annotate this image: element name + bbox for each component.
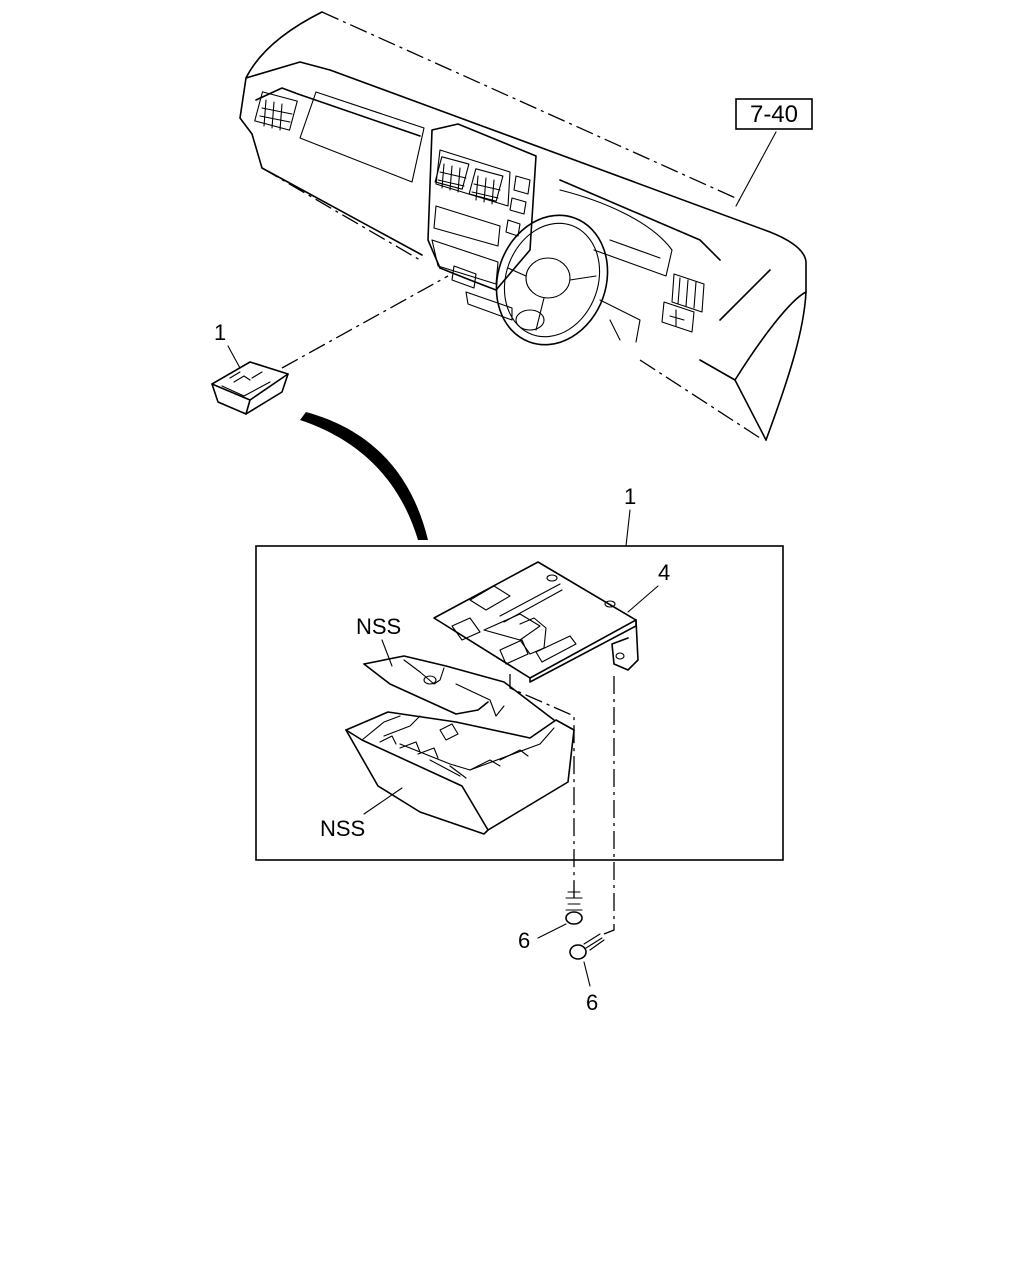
glovebox-body-part — [345, 711, 575, 835]
dashboard-illustration — [239, 11, 807, 441]
detail-frame — [255, 545, 784, 861]
glovebox-small-illustration — [211, 361, 289, 415]
bracket-part — [433, 561, 639, 683]
callout-1-top: 1 — [214, 320, 226, 345]
reference-box: 7-40 — [735, 98, 813, 130]
callout-4: 4 — [658, 560, 670, 585]
screw-right — [569, 933, 605, 960]
screw-left — [565, 891, 583, 925]
right-vent — [661, 273, 705, 333]
glovebox-lid-part — [363, 655, 555, 721]
center-console — [427, 123, 537, 321]
steering-wheel — [495, 214, 609, 346]
callout-6-left: 6 — [518, 928, 530, 953]
curved-transition-arrow — [300, 412, 428, 540]
reference-label: 7-40 — [750, 101, 798, 128]
left-vent — [254, 91, 298, 131]
callout-1-detail: 1 — [624, 484, 636, 509]
callout-6-right: 6 — [586, 990, 598, 1015]
callout-nss-upper: NSS — [356, 614, 401, 639]
callout-nss-lower: NSS — [320, 816, 365, 841]
